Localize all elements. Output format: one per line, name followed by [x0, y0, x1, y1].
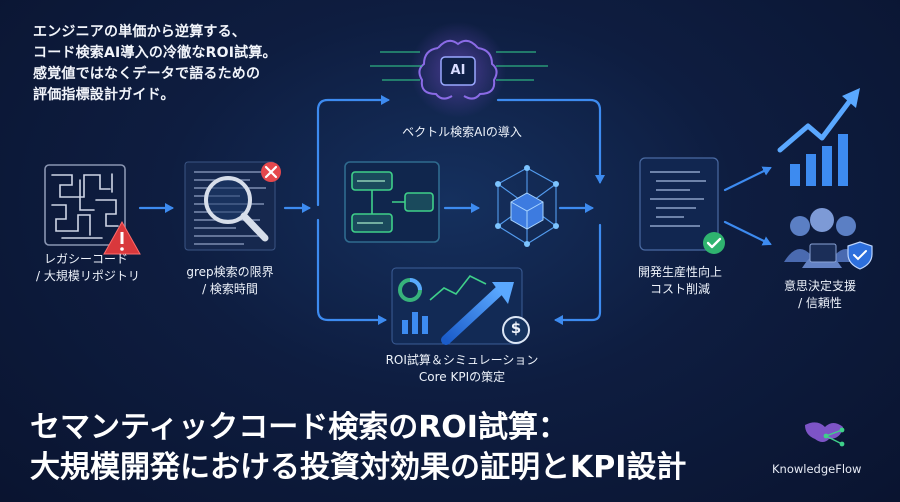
intro-line-4: 評価指標設計ガイド。 [33, 87, 175, 103]
magnifier-icon [204, 176, 269, 242]
dashboard-icon [391, 267, 523, 345]
productivity-line-2: コスト削減 [649, 282, 710, 296]
roi-line-2: Core KPIの策定 [418, 370, 506, 384]
flow-connectors [138, 95, 772, 325]
node-productivity-label: 開発生産性向上 コスト削減 [628, 264, 732, 298]
vector-line-1: ベクトル検索AIの導入 [402, 125, 522, 139]
roi-line-1: ROI試算＆シミュレーション [385, 353, 539, 367]
shield-icon [847, 241, 873, 270]
main-title: セマンティックコード検索のROI試算： 大規模開発における投資対効果の証明とKP… [30, 408, 686, 488]
network-cube-icon [495, 165, 559, 247]
dollar-sign: $ [510, 319, 522, 337]
grep-line-2: / 検索時間 [202, 282, 258, 296]
node-vector-label: ベクトル検索AIの導入 [392, 124, 532, 141]
grep-line-1: grep検索の限界 [186, 265, 274, 279]
brand-name: KnowledgeFlow [772, 462, 862, 476]
flowchart-icon [344, 161, 440, 243]
check-icon [703, 232, 725, 254]
decision-line-2: / 信頼性 [798, 296, 842, 310]
code-screen-icon [639, 157, 719, 251]
brain-icon [370, 22, 548, 118]
maze-icon [44, 164, 126, 246]
node-roi-label: ROI試算＆シミュレーション Core KPIの策定 [372, 352, 552, 386]
ai-badge: AI [450, 63, 466, 78]
team-icon [784, 208, 862, 268]
decision-line-1: 意思決定支援 [783, 279, 856, 293]
title-line-2: 大規模開発における投資対効果の証明とKPI設計 [30, 450, 687, 485]
intro-line-3: 感覚値ではなくデータで語るための [33, 66, 261, 82]
node-legacy-label: レガシーコード / 大規模リポジトリ [36, 251, 140, 285]
legacy-line-2: / 大規模リポジトリ [36, 269, 140, 283]
intro-text: エンジニアの単価から逆算する、 コード検索AI導入の冷徹なROI試算。 感覚値で… [33, 22, 277, 106]
knowledgeflow-logo [805, 422, 845, 447]
growth-chart-icon [777, 88, 860, 186]
intro-line-2: コード検索AI導入の冷徹なROI試算。 [33, 45, 277, 61]
warning-icon [103, 220, 141, 255]
title-line-1: セマンティックコード検索のROI試算： [30, 410, 568, 445]
productivity-line-1: 開発生産性向上 [637, 265, 722, 279]
intro-line-1: エンジニアの単価から逆算する、 [33, 24, 246, 40]
legacy-line-1: レガシーコード [43, 252, 128, 266]
dollar-icon [502, 316, 530, 344]
node-grep-label: grep検索の限界 / 検索時間 [178, 264, 282, 298]
node-decision-label: 意思決定支援 / 信頼性 [770, 278, 870, 312]
error-icon [261, 162, 281, 182]
